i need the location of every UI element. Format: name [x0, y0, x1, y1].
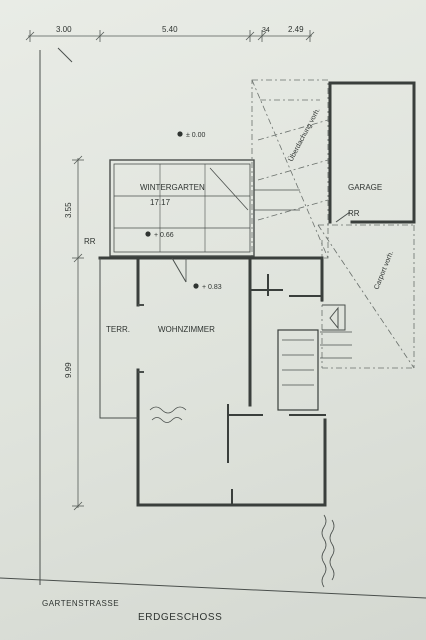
terrace-outline [99, 258, 187, 423]
level-wohnzimmer: + 0.83 [202, 284, 222, 291]
dim-left-2: 9.99 [64, 362, 73, 378]
level-wintergarten: + 0.66 [154, 232, 174, 239]
level-marker-icon [177, 131, 183, 137]
rr-garage: RR [348, 209, 360, 218]
top-dimension-line [25, 30, 315, 42]
street-name: GARTENSTRASSE [42, 599, 119, 608]
level-marker-icon [193, 283, 199, 289]
dim-top-4: 2.49 [288, 25, 304, 34]
room-wintergarten: WINTERGARTEN [140, 183, 205, 192]
room-terrace: TERR. [106, 325, 130, 334]
house-walls [98, 256, 352, 507]
carport-outline [317, 224, 415, 369]
dim-top-1: 3.00 [56, 25, 72, 34]
plan-title: ERDGESCHOSS [138, 612, 222, 623]
hedge-marks-2 [329, 519, 335, 581]
dim-top-3: 34 [262, 27, 270, 34]
rr-left: RR [84, 237, 96, 246]
carport-note: Carport vorh. [373, 250, 395, 291]
garage-walls [328, 81, 416, 224]
room-garage: GARAGE [348, 183, 382, 192]
street-boundary [0, 577, 426, 599]
dim-left-1: 3.55 [64, 202, 73, 218]
hedge-marks [321, 514, 327, 588]
level-marker-icon [145, 231, 151, 237]
room-wohnzimmer: WOHNZIMMER [158, 325, 215, 334]
ueberdachung-note: Überdachung vorh. [287, 107, 322, 163]
level-top: ± 0.00 [186, 132, 206, 139]
covered-area-outline [251, 79, 329, 259]
pencil-mark [57, 47, 73, 63]
room-wintergarten-area: 17.17 [150, 198, 171, 207]
dim-top-2: 5.40 [162, 25, 178, 34]
left-dimension-line [72, 155, 84, 511]
wintergarten-walls [109, 159, 300, 257]
